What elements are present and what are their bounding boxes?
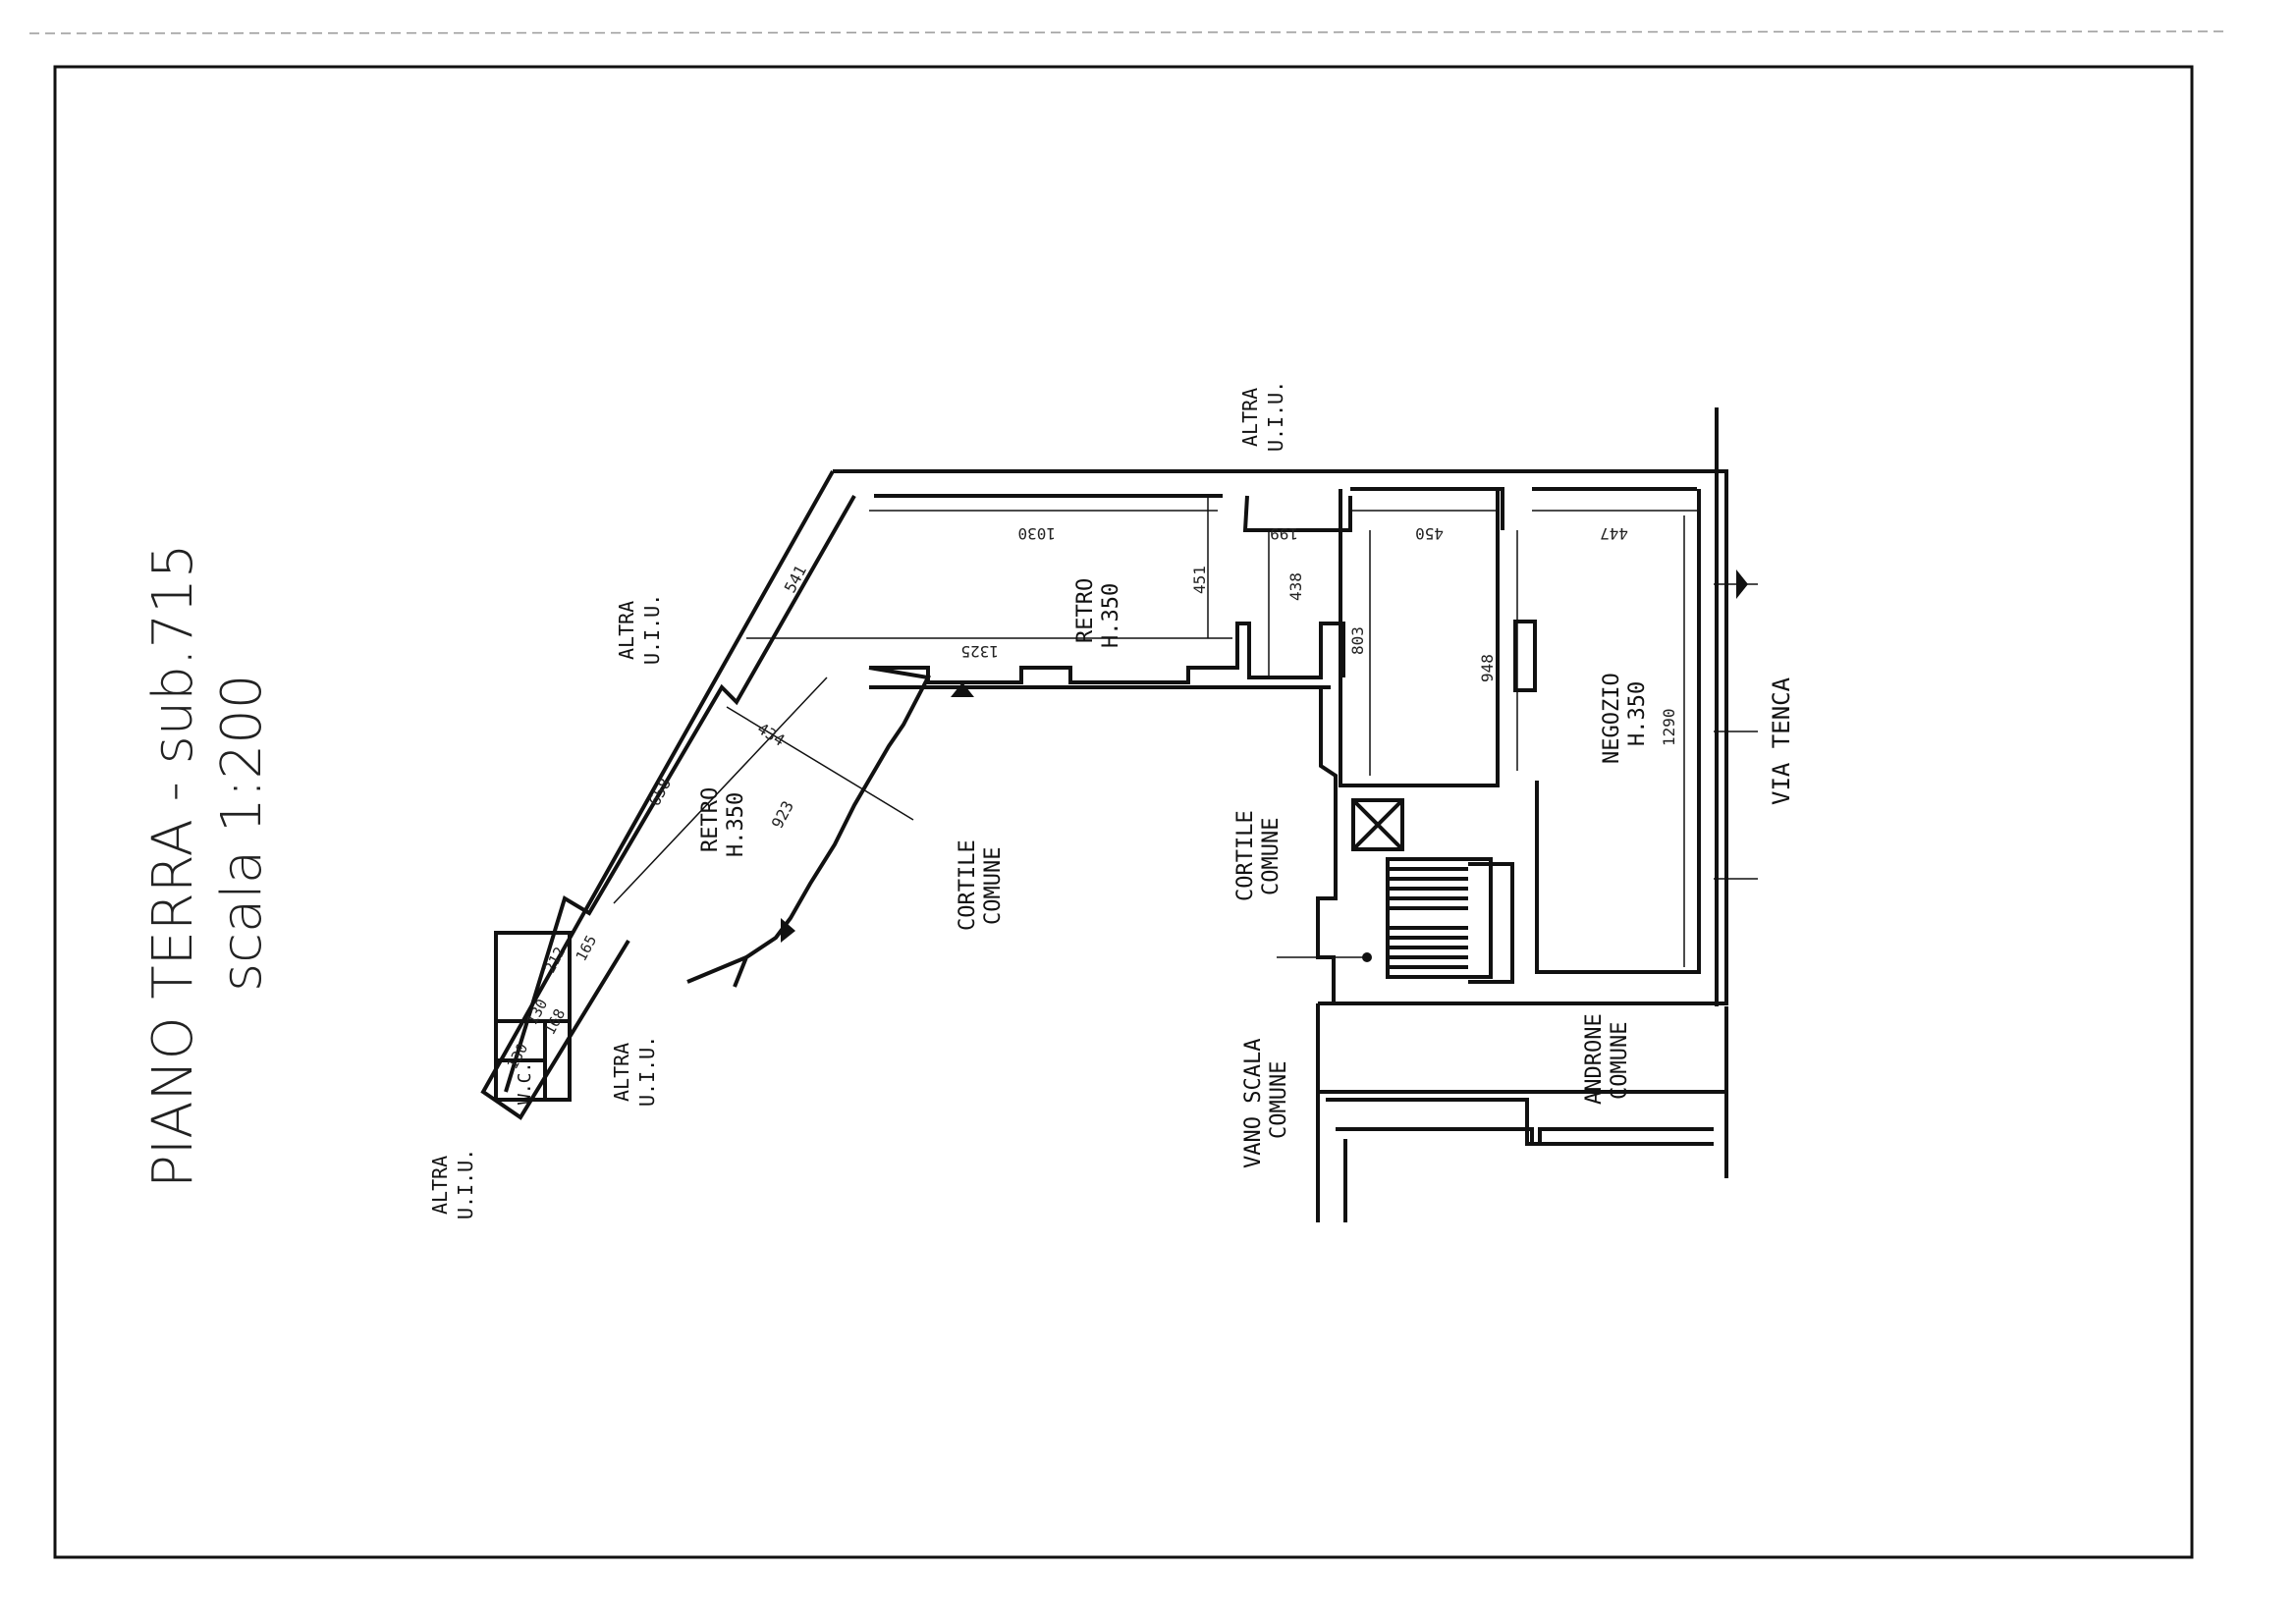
dimension-lines <box>613 496 1758 967</box>
label-androne-1: ANDRONE <box>1582 1013 1607 1105</box>
room-labels: RETRO H.350 RETRO H.350 NEGOZIO H.350 W.… <box>515 578 1650 1105</box>
room-retro-upper-height: H.350 <box>1099 583 1123 648</box>
dim-447: 447 <box>1600 524 1628 543</box>
room-retro-upper-name: RETRO <box>1073 578 1098 643</box>
dim-1290: 1290 <box>1660 708 1678 746</box>
dim-803: 803 <box>1348 626 1367 655</box>
label-via-tenca: VIA TENCA <box>1768 677 1795 805</box>
sheet-frame <box>53 65 2194 1559</box>
stair-marker-icon <box>1362 952 1372 962</box>
label-altra-bottom-2: U.I.U. <box>635 1036 659 1107</box>
top-scan-line <box>28 30 2230 34</box>
dim-451: 451 <box>1190 566 1209 594</box>
plan-title: PIANO TERRA - sub.715 <box>141 543 205 1188</box>
dim-438: 438 <box>1286 572 1305 601</box>
dim-658: 658 <box>645 775 675 808</box>
entry-arrow-icon <box>951 682 974 697</box>
label-altra-top-2: U.I.U. <box>1264 381 1287 452</box>
dim-199: 199 <box>1270 524 1298 543</box>
label-altra-left-2: U.I.U. <box>640 594 664 665</box>
label-cortile-center-1: CORTILE <box>956 839 980 931</box>
room-wc: W.C. <box>515 1062 535 1105</box>
dim-923: 923 <box>768 797 797 831</box>
entry-arrow-icon <box>781 918 795 943</box>
label-cortile-right-1: CORTILE <box>1233 810 1258 901</box>
label-cortile-center-2: COMUNE <box>981 847 1006 925</box>
room-negozio-name: NEGOZIO <box>1600 673 1624 764</box>
label-altra-corner-1: ALTRA <box>428 1156 452 1215</box>
label-altra-left-1: ALTRA <box>615 601 638 660</box>
room-retro-lower-name: RETRO <box>698 787 723 852</box>
label-vano-scala-2: COMUNE <box>1267 1061 1291 1139</box>
label-altra-bottom-1: ALTRA <box>610 1043 633 1102</box>
entry-arrows <box>781 569 1748 962</box>
dim-1325: 1325 <box>960 642 999 661</box>
building-outline <box>480 407 1728 1222</box>
label-vano-scala-1: VANO SCALA <box>1241 1039 1266 1168</box>
plan-scale: scala 1:200 <box>210 675 274 992</box>
title-block: PIANO TERRA - sub.715 scala 1:200 <box>141 543 274 1188</box>
label-cortile-right-2: COMUNE <box>1259 818 1284 895</box>
dim-541: 541 <box>781 562 810 595</box>
entry-arrow-icon <box>1736 569 1748 599</box>
dim-165: 165 <box>573 933 601 964</box>
room-retro-lower-height: H.350 <box>724 792 748 857</box>
dim-450: 450 <box>1415 524 1444 543</box>
label-altra-top-1: ALTRA <box>1238 388 1262 447</box>
dim-948: 948 <box>1478 654 1497 682</box>
room-negozio-height: H.350 <box>1625 681 1650 746</box>
dim-1030: 1030 <box>1017 524 1056 543</box>
area-labels: ALTRA U.I.U. ALTRA U.I.U. ALTRA U.I.U. A… <box>428 381 1795 1219</box>
label-androne-2: COMUNE <box>1608 1022 1632 1100</box>
label-altra-corner-2: U.I.U. <box>454 1149 477 1219</box>
